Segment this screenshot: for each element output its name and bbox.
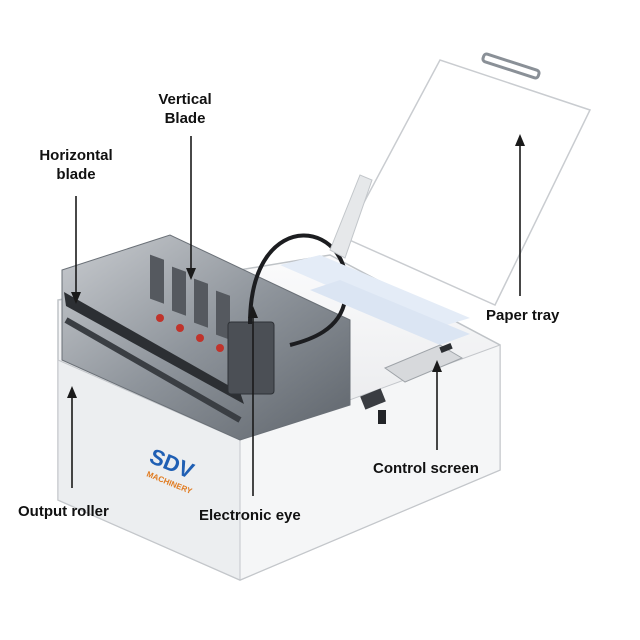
tray-support	[329, 174, 373, 259]
label-vertical-blade: Vertical Blade	[150, 90, 220, 128]
label-horizontal-blade: Horizontal blade	[28, 146, 124, 184]
vertical-blades	[150, 254, 244, 362]
label-vertical-blade-line1: Vertical	[158, 91, 212, 108]
label-control-screen: Control screen	[373, 460, 479, 477]
label-vertical-blade-line2: Blade	[164, 110, 206, 127]
label-electronic-eye: Electronic eye	[199, 507, 301, 524]
label-paper-tray: Paper tray	[486, 307, 560, 324]
paper-sheet	[343, 59, 592, 306]
tray-handle	[481, 52, 541, 80]
label-horizontal-blade-line2: blade	[56, 166, 96, 183]
leader-lines	[71, 136, 521, 496]
label-output-roller: Output roller	[18, 503, 109, 520]
leader-arrowheads	[67, 134, 525, 398]
control-panel	[383, 344, 464, 383]
label-horizontal-blade-line1: Horizontal	[39, 147, 113, 164]
blade-compartment	[61, 234, 351, 441]
electronic-eye-sensor	[227, 321, 275, 395]
output-roller-shape	[64, 292, 244, 404]
